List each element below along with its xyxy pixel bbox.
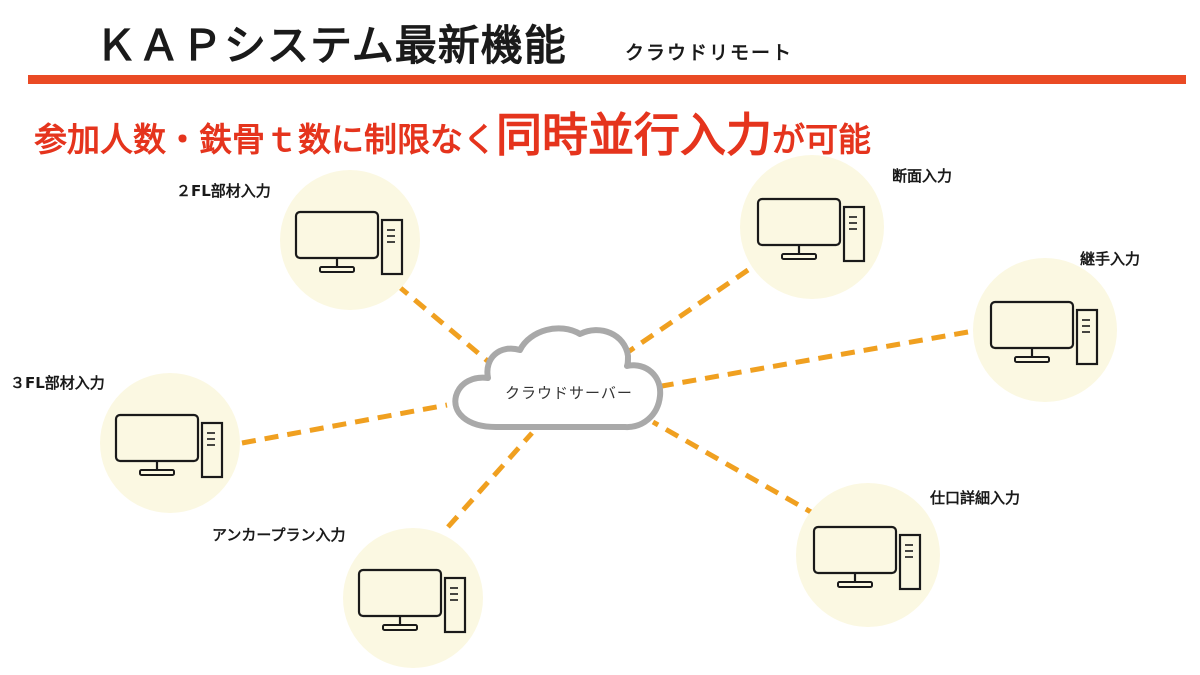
computer-icon [114,413,224,479]
headline-emphasis: 同時並行入力 [496,108,772,162]
computer-icon [294,210,404,276]
node-label-2fl: ２FL部材入力 [176,182,271,200]
connector-line-joint [661,329,969,389]
computer-node-section [740,155,884,299]
computer-icon [989,300,1099,366]
node-label-joint: 継手入力 [1080,250,1141,268]
computer-node-joint [973,258,1117,402]
node-label-3fl: ３FL部材入力 [10,374,105,392]
page-subtitle: クラウドリモート [625,42,794,64]
cloud-server-label: クラウドサーバー [505,384,633,402]
computer-node-anchor [343,528,483,668]
connector-line-finish [651,419,820,519]
computer-node-3fl [100,373,240,513]
headline-part3: が可能 [772,120,871,159]
computer-node-finish [796,483,940,627]
title-underline [28,75,1186,84]
computer-icon [357,568,467,634]
computer-node-2fl [280,170,420,310]
computer-icon [756,197,866,263]
cloud-server-icon [452,325,664,431]
connector-line-anchor [446,431,534,529]
computer-icon [812,525,922,591]
headline: 参加人数・鉄骨ｔ数に制限なく同時並行入力が可能 [34,112,871,158]
connector-lines [241,267,969,529]
node-label-finish: 仕口詳細入力 [930,489,1021,507]
node-label-anchor: アンカープラン入力 [212,526,346,544]
connector-line-3fl [241,402,448,446]
computer-nodes [100,155,1117,668]
connector-line-2fl [395,283,492,365]
page-title: ＫＡＰシステム最新機能 [95,21,567,70]
node-label-section: 断面入力 [892,167,953,185]
headline-part1: 参加人数・鉄骨ｔ数に制限なく [34,120,496,159]
connector-line-section [626,267,750,355]
